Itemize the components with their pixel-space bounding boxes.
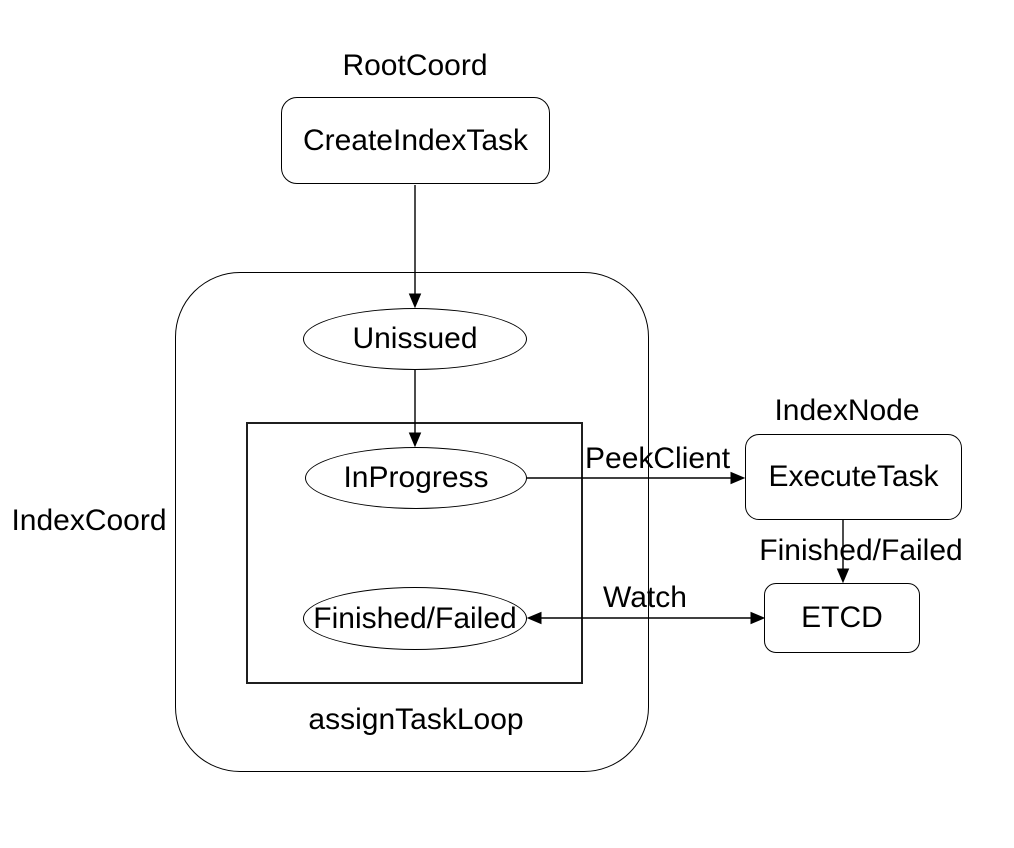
unissued-state-node: Unissued	[303, 308, 527, 370]
execute-task-node: ExecuteTask	[745, 434, 962, 520]
index-coord-container	[175, 272, 649, 772]
finished-failed-edge-label: Finished/Failed	[759, 534, 963, 567]
in-progress-state-label: InProgress	[343, 461, 489, 494]
execute-task-label: ExecuteTask	[768, 460, 939, 493]
assign-task-loop-label: assignTaskLoop	[308, 703, 524, 736]
etcd-node: ETCD	[764, 583, 920, 653]
indexcoord-group-label: IndexCoord	[11, 504, 167, 537]
watch-edge-label: Watch	[603, 581, 687, 614]
unissued-state-label: Unissued	[352, 322, 478, 355]
rootcoord-group-label: RootCoord	[342, 49, 488, 82]
etcd-label: ETCD	[801, 601, 883, 634]
in-progress-state-node: InProgress	[305, 447, 527, 509]
finished-failed-state-label: Finished/Failed	[313, 601, 517, 635]
create-index-task-node: CreateIndexTask	[281, 97, 550, 184]
indexnode-group-label: IndexNode	[774, 394, 920, 427]
create-index-task-label: CreateIndexTask	[302, 123, 529, 157]
finished-failed-state-node: Finished/Failed	[303, 587, 527, 650]
peek-client-edge-label: PeekClient	[585, 442, 731, 475]
